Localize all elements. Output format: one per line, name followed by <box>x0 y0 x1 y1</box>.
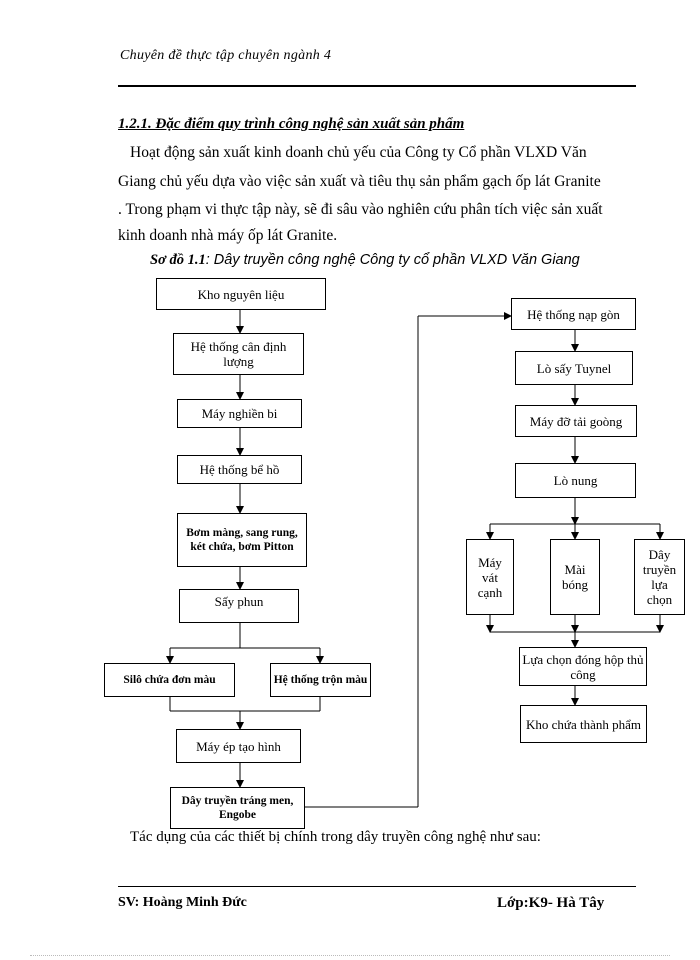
paragraph-line-2: Giang chủ yếu dựa vào việc sản xuất và t… <box>118 173 601 190</box>
section-heading: 1.2.1. Đặc điểm quy trình công nghệ sản … <box>118 116 465 132</box>
footer-rule <box>118 886 636 887</box>
page-header: Chuyên đề thực tập chuyên ngành 4 <box>120 48 332 63</box>
box-say-phun: Sấy phun <box>179 589 299 623</box>
box-day-truyen-trang-men: Dây truyền tráng men, Engobe <box>170 787 305 829</box>
footer-student: SV: Hoàng Minh Đức <box>118 895 247 910</box>
footer-class: Lớp:K9- Hà Tây <box>497 895 605 911</box>
box-may-ep: Máy ép tạo hình <box>176 729 301 763</box>
box-bom-mang: Bơm màng, sang rung, két chứa, bơm Pitto… <box>177 513 307 567</box>
box-mai-bong: Mài bóng <box>550 539 600 615</box>
box-lua-chon-dong-hop: Lựa chọn đóng hộp thủ công <box>519 647 647 686</box>
box-lo-say: Lò sấy Tuynel <box>515 351 633 385</box>
paragraph-line-1: Hoạt động sản xuất kinh doanh chủ yếu củ… <box>130 144 587 161</box>
page-bottom-border <box>30 955 670 956</box>
box-he-thong-can: Hệ thống cân định lượng <box>173 333 304 375</box>
paragraph-line-4: kinh doanh nhà máy ốp lát Granite. <box>118 227 338 244</box>
diagram-caption: Sơ đồ 1.1: Dây truyền công nghệ Công ty … <box>150 252 580 269</box>
caption-text: : Dây truyền công nghệ Công ty cổ phần V… <box>205 252 580 268</box>
box-may-do-tai: Máy đỡ tải goòng <box>515 405 637 437</box>
header-rule <box>118 85 636 87</box>
box-lo-nung: Lò nung <box>515 463 636 498</box>
box-kho-nguyen-lieu: Kho nguyên liệu <box>156 278 326 310</box>
caption-label: Sơ đồ 1.1 <box>150 252 206 268</box>
box-he-thong-tron: Hệ thống trộn màu <box>270 663 371 697</box>
paragraph-line-3: . Trong phạm vi thực tập này, sẽ đi sâu … <box>118 201 603 218</box>
box-may-vat-canh: Máy vát cạnh <box>466 539 514 615</box>
box-day-truyen-lua-chon: Dây truyền lựa chọn <box>634 539 685 615</box>
box-may-nghien-bi: Máy nghiền bi <box>177 399 302 428</box>
box-silo: Silô chứa đơn màu <box>104 663 235 697</box>
outro-text: Tác dụng của các thiết bị chính trong dâ… <box>130 829 541 845</box>
box-he-thong-be-ho: Hệ thống bể hồ <box>177 455 302 484</box>
box-he-thong-nap-gon: Hệ thống nạp gòn <box>511 298 636 330</box>
box-kho-thanh-pham: Kho chứa thành phẩm <box>520 705 647 743</box>
